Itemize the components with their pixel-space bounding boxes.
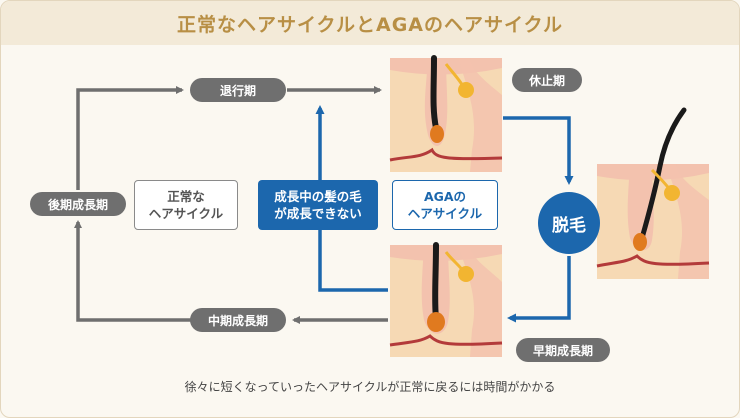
header-bar: 正常なヘアサイクルとAGAのヘアサイクル (1, 1, 739, 45)
arrow-to-late-anagen (74, 220, 284, 322)
aga-note-line1: 成長中の髪の毛 (274, 189, 362, 204)
phase-telogen-label: 休止期 (512, 68, 582, 92)
arrow-telogen-to-shedding (503, 116, 574, 185)
normal-cycle-line2: ヘアサイクル (148, 206, 224, 221)
arrow-late-to-catagen (76, 86, 184, 190)
follicle-early-anagen-illustration (389, 242, 503, 357)
arrow-shedding-to-early (507, 256, 571, 323)
phase-mid-anagen-label: 中期成長期 (190, 308, 286, 332)
follicle-telogen-illustration (389, 55, 503, 172)
shedding-circle: 脱毛 (538, 192, 600, 254)
normal-cycle-box: 正常な ヘアサイクル (134, 180, 238, 230)
arrow-aga-shortcut (315, 105, 388, 292)
aga-cycle-line2: ヘアサイクル (407, 206, 483, 221)
aga-cycle-line1: AGAの (423, 189, 467, 204)
normal-cycle-line1: 正常な (167, 189, 205, 204)
footer-note: 徐々に短くなっていったヘアサイクルが正常に戻るには時間がかかる (184, 380, 556, 394)
aga-note-line2: が成長できない (274, 206, 362, 221)
diagram-title: 正常なヘアサイクルとAGAのヘアサイクル (176, 13, 564, 36)
phase-early-anagen-label: 早期成長期 (516, 338, 610, 362)
follicle-shedding-illustration (596, 107, 710, 279)
phase-catagen-label: 退行期 (190, 78, 286, 102)
aga-note-box: 成長中の髪の毛 が成長できない (258, 180, 378, 230)
phase-late-anagen-label: 後期成長期 (30, 192, 126, 216)
aga-cycle-box: AGAの ヘアサイクル (392, 180, 498, 230)
